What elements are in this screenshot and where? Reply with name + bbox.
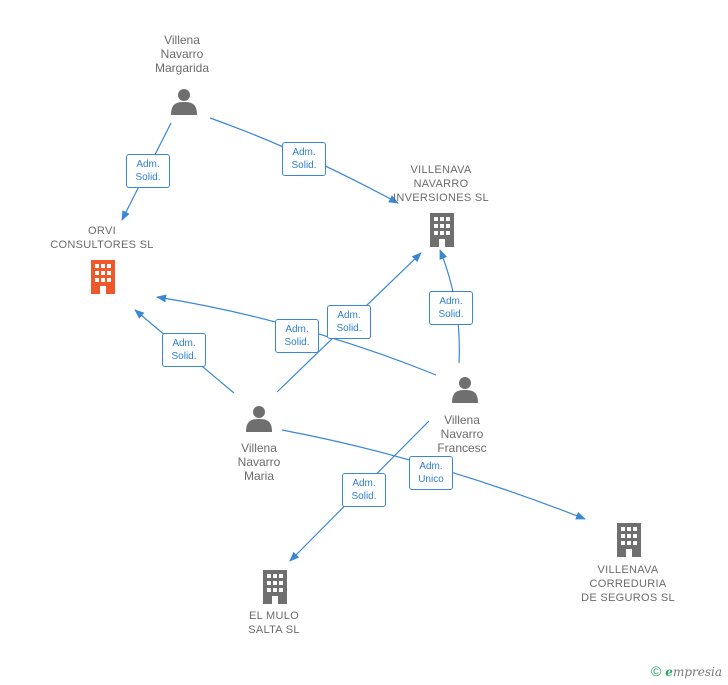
building-icon[interactable] (617, 523, 641, 557)
node-label-maria[interactable]: Villena Navarro Maria (237, 441, 281, 483)
copyright-icon: © (650, 663, 662, 679)
person-icon[interactable] (246, 406, 272, 432)
edge-label-adm-solid[interactable]: Adm.Solid. (162, 333, 206, 367)
node-label-orvi[interactable]: ORVI CONSULTORES SL (50, 225, 154, 251)
brand-footer[interactable]: ©empresia (651, 663, 722, 679)
node-label-margarida[interactable]: Villena Navarro Margarida (154, 33, 210, 75)
edge-label-adm-solid[interactable]: Adm.Solid. (327, 305, 371, 339)
edge-label-adm-unico[interactable]: Adm.Unico (409, 456, 453, 490)
building-icon[interactable] (263, 570, 287, 604)
person-icon[interactable] (171, 89, 197, 115)
edge-label-adm-solid[interactable]: Adm.Solid. (275, 319, 319, 353)
person-icon[interactable] (452, 377, 478, 403)
brand-logo: empresia (665, 665, 722, 679)
building-icon[interactable] (430, 213, 454, 247)
building-icon-highlighted[interactable] (91, 260, 115, 294)
edge-label-adm-solid[interactable]: Adm.Solid. (282, 142, 326, 176)
edge-label-adm-solid[interactable]: Adm.Solid. (342, 473, 386, 507)
edge-label-adm-solid[interactable]: Adm.Solid. (429, 291, 473, 325)
node-label-francesc[interactable]: Villena Navarro Francesc (437, 413, 487, 455)
node-label-correduria[interactable]: VILLENAVA CORREDURIA DE SEGUROS SL (581, 564, 675, 604)
node-label-mulo[interactable]: EL MULO SALTA SL (248, 610, 300, 636)
edge-label-adm-solid[interactable]: Adm.Solid. (126, 154, 170, 188)
node-label-inversiones[interactable]: VILLENAVA NAVARRO INVERSIONES SL (393, 164, 489, 204)
